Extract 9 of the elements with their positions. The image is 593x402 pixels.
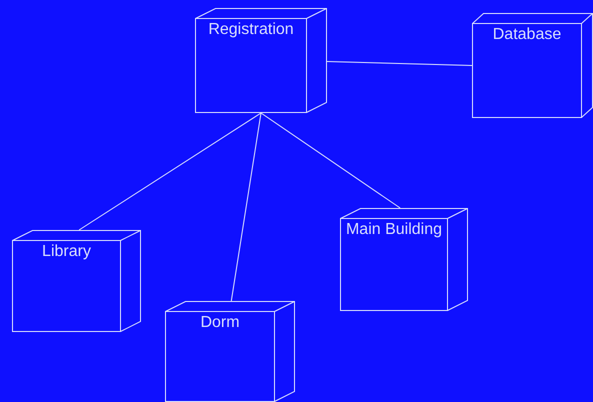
connector-line [326, 61, 472, 66]
node-label: Library [41, 242, 92, 261]
node-label: Main Building [344, 220, 444, 239]
node-label: Registration [207, 20, 295, 39]
node-label: Database [492, 25, 562, 44]
connector-line [78, 112, 262, 230]
node-label: Dorm [199, 313, 241, 332]
connector-line [260, 112, 401, 208]
connector-line [230, 112, 262, 302]
